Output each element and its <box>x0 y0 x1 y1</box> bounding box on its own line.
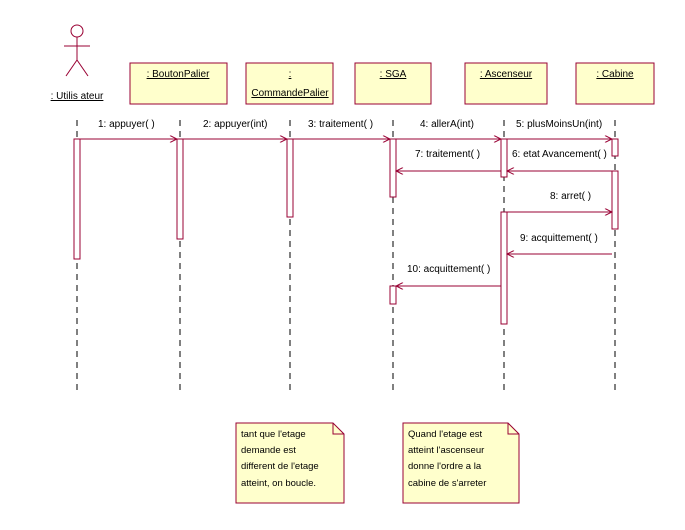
object-boutonpalier[interactable]: : BoutonPalier <box>129 62 228 105</box>
stick-figure-icon <box>64 24 90 77</box>
object-label: : BoutonPalier <box>147 69 210 80</box>
message-label-2: 2: appuyer(int) <box>203 119 267 130</box>
object-label: : SGA <box>380 69 407 80</box>
activation-commandepalier <box>286 138 294 218</box>
activations <box>73 138 619 325</box>
note-line: atteint l'ascenseur <box>408 445 484 456</box>
lifelines <box>76 120 616 390</box>
note-line: demande est <box>241 445 296 456</box>
activation-cabine-1 <box>611 138 619 157</box>
message-label-4: 4: allerA(int) <box>420 119 474 130</box>
note-line: atteint, on boucle. <box>241 478 316 489</box>
message-label-1: 1: appuyer( ) <box>98 119 155 130</box>
note-line: different de l'etage <box>241 461 319 472</box>
message-label-6: 6: etat Avancement( ) <box>512 149 607 160</box>
activation-sga-1 <box>389 138 397 198</box>
note-line: Quand l'etage est <box>408 429 483 440</box>
message-label-10: 10: acquittement( ) <box>407 264 490 275</box>
message-label-8: 8: arret( ) <box>550 191 591 202</box>
object-label-line1: : <box>289 69 292 80</box>
activation-ascenseur-2 <box>500 211 508 325</box>
object-commandepalier[interactable]: : CommandePalier <box>245 62 334 105</box>
object-cabine[interactable]: : Cabine <box>575 62 655 105</box>
message-label-7: 7: traitement( ) <box>415 149 480 160</box>
message-label-9: 9: acquittement( ) <box>520 233 598 244</box>
object-label: : Ascenseur <box>480 69 533 80</box>
object-ascenseur[interactable]: : Ascenseur <box>464 62 548 105</box>
note-arret[interactable]: Quand l'etage est atteint l'ascenseur do… <box>402 422 520 504</box>
object-label: : Cabine <box>596 69 634 80</box>
object-label-line2: CommandePalier <box>251 88 329 99</box>
note-line: cabine de s'arreter <box>408 478 486 489</box>
activation-boutonpalier <box>176 138 184 240</box>
note-line: tant que l'etage <box>241 429 306 440</box>
object-sga[interactable]: : SGA <box>354 62 432 105</box>
activation-ascenseur-1 <box>500 138 508 178</box>
actor-utilisateur[interactable]: : Utilis ateur <box>51 24 104 102</box>
activation-sga-2 <box>389 285 397 305</box>
activation-utilisateur <box>73 138 81 260</box>
note-loop[interactable]: tant que l'etage demande est different d… <box>235 422 345 504</box>
note-line: donne l'ordre a la <box>408 461 482 472</box>
message-label-3: 3: traitement( ) <box>308 119 373 130</box>
activation-cabine-2 <box>611 170 619 230</box>
message-label-5: 5: plusMoinsUn(int) <box>516 119 602 130</box>
actor-label: : Utilis ateur <box>51 91 104 102</box>
